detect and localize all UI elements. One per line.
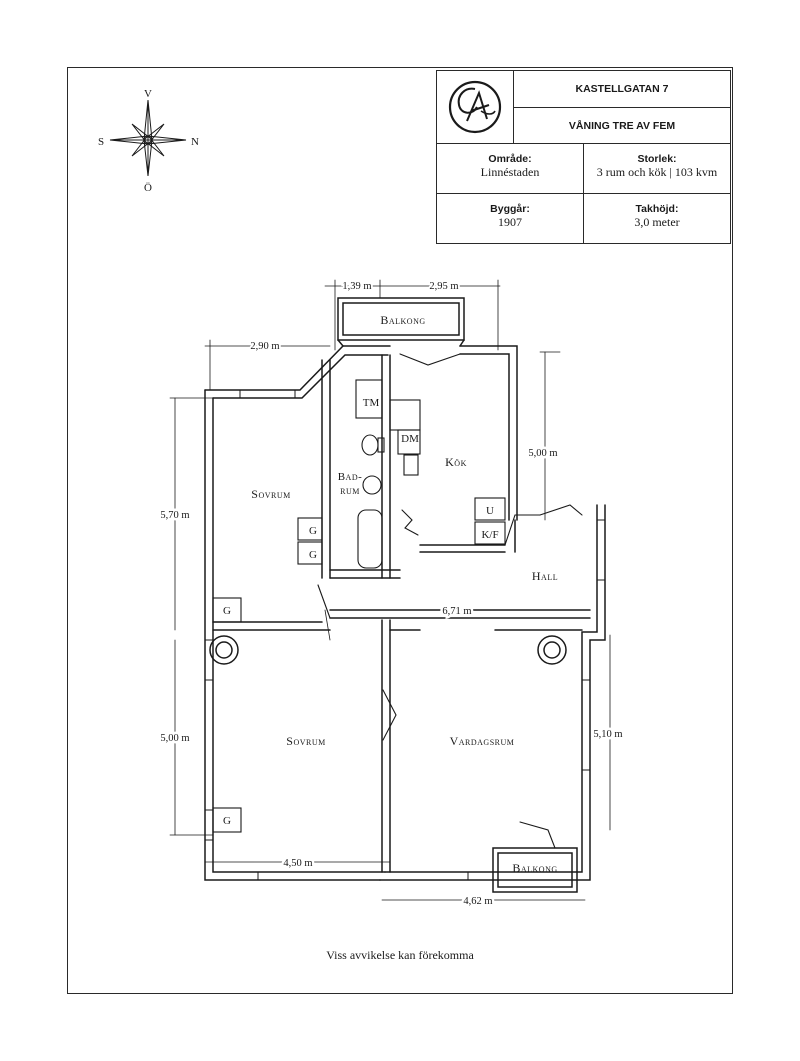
title-block: KASTELLGATAN 7 VÅNING TRE AV FEM Område:… [436, 70, 731, 244]
compass-south-label: S [98, 136, 104, 148]
built-value: 1907 [498, 215, 522, 229]
built-cell: Byggår: 1907 [436, 193, 584, 244]
dim-671: 6,71 m [442, 606, 471, 617]
ceiling-value: 3,0 meter [634, 215, 680, 229]
bathroom-fixtures [212, 379, 506, 833]
floor: VÅNING TRE AV FEM [568, 119, 676, 132]
built-label: Byggår: [490, 203, 530, 215]
ceiling-label: Takhöjd: [635, 203, 679, 215]
fixture-tm: TM [363, 397, 380, 409]
windows [204, 389, 606, 881]
address: KASTELLGATAN 7 [575, 83, 669, 95]
area-label: Område: [488, 153, 532, 165]
room-balcony-top: Balkong [380, 313, 425, 327]
fixture-dm: DM [401, 433, 419, 445]
room-bedroom-top: Sovrum [251, 487, 290, 501]
size-value: 3 rum och kök | 103 kvm [596, 165, 718, 179]
fixture-g4: G [223, 815, 231, 827]
compass-east-label: Ö [144, 182, 152, 194]
exterior-walls [204, 345, 606, 881]
ceiling-cell: Takhöjd: 3,0 meter [583, 193, 731, 244]
dim-450: 4,50 m [283, 858, 312, 869]
dimension-lines [169, 279, 611, 901]
room-bathroom-line1: Bad- [338, 471, 363, 483]
room-balcony-bottom: Balkong [512, 861, 557, 875]
fixture-g3: G [223, 605, 231, 617]
fixture-g1: G [309, 525, 317, 537]
room-living-room: Vardagsrum [450, 734, 515, 748]
balcony-top [337, 297, 465, 347]
compass-rose-icon: V S N Ö [98, 88, 199, 194]
size-label: Storlek: [637, 153, 677, 165]
monogram-logo-icon [448, 80, 502, 134]
area-value: Linnéstaden [480, 165, 540, 179]
room-hall: Hall [532, 569, 558, 583]
tiled-stoves [209, 635, 567, 665]
fixture-kf: K/F [481, 529, 498, 541]
disclaimer-note: Viss avvikelse kan förekomma [326, 948, 474, 962]
balcony-bottom [492, 847, 578, 893]
dim-462: 4,62 m [463, 896, 492, 907]
dim-290: 2,90 m [250, 341, 279, 352]
dim-570: 5,70 m [160, 510, 189, 521]
room-bedroom-bottom: Sovrum [286, 734, 325, 748]
doors [317, 353, 583, 849]
compass-west-label: V [144, 88, 152, 100]
compass-north-label: N [191, 136, 199, 148]
room-kitchen: Kök [445, 455, 467, 469]
dim-500-kitchen: 5,00 m [528, 448, 557, 459]
room-bathroom-line2: rum [340, 485, 360, 497]
dim-500-left: 5,00 m [160, 733, 189, 744]
page-border [67, 67, 733, 994]
fixture-g2: G [309, 549, 317, 561]
dim-295: 2,95 m [429, 281, 458, 292]
dim-510: 5,10 m [593, 729, 622, 740]
fixture-u: U [486, 505, 494, 517]
dim-139: 1,39 m [342, 281, 371, 292]
